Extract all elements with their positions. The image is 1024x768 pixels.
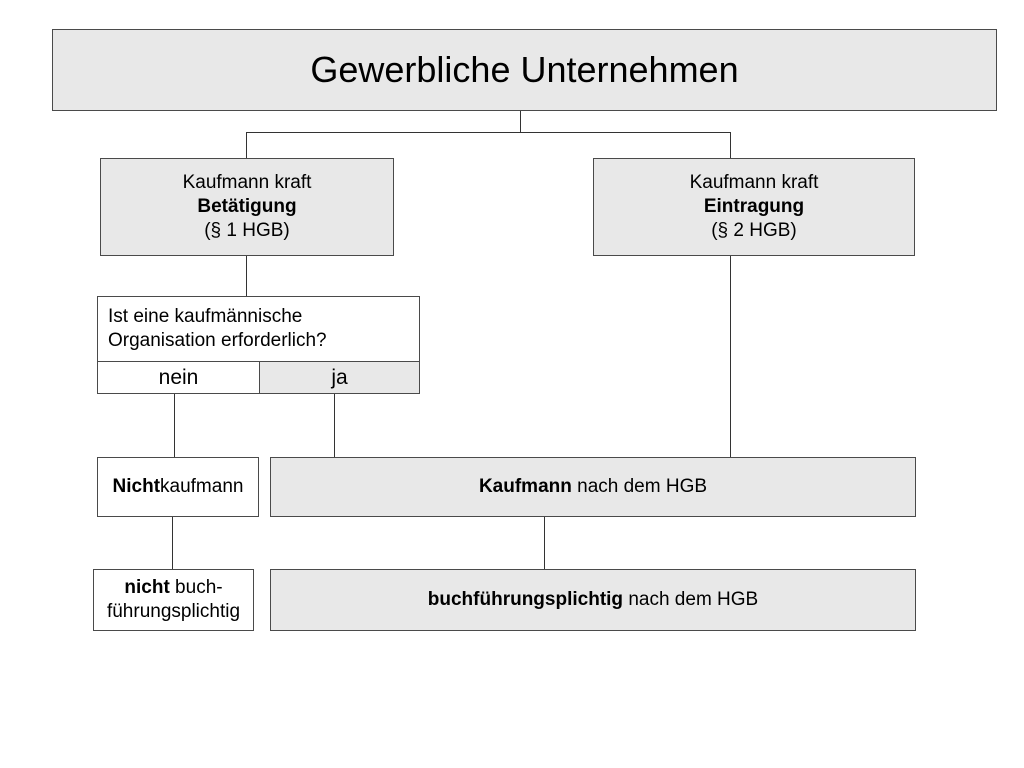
answer-yes-label: ja (331, 365, 348, 389)
left-branch-line1: Kaufmann kraft (182, 172, 312, 193)
left-branch-box: Kaufmann kraft Betätigung (§ 1 HGB) (100, 158, 394, 256)
nicht-buchfuehrung-line1: nicht buch- (124, 577, 223, 598)
answer-yes-cell: ja (259, 361, 420, 394)
buchfuehrung-box: buchführungsplichtig nach dem HGB (270, 569, 916, 631)
root-title: Gewerbliche Unternehmen (310, 49, 739, 90)
question-line1: Ist eine kaufmännische (108, 306, 303, 327)
connector-nichtkaufmann-down (172, 517, 173, 569)
buchfuehrung-text: buchführungsplichtig nach dem HGB (427, 589, 759, 610)
answer-no-label: nein (158, 365, 199, 389)
nichtkaufmann-text: Nichtkaufmann (112, 476, 244, 497)
left-branch-line2: Betätigung (197, 196, 297, 217)
connector-no-down (174, 394, 175, 457)
right-branch-line2: Eintragung (703, 196, 805, 217)
kaufmann-hgb-text: Kaufmann nach dem HGB (478, 476, 708, 497)
connector-kaufmann-down (544, 517, 545, 569)
question-line2: Organisation erforderlich? (108, 330, 327, 351)
right-branch-line1: Kaufmann kraft (689, 172, 819, 193)
kaufmann-hgb-box: Kaufmann nach dem HGB (270, 457, 916, 517)
connector-left-to-question (246, 256, 247, 296)
connector-to-right-branch (730, 132, 731, 158)
right-branch-line3: (§ 2 HGB) (711, 220, 797, 241)
nicht-buchfuehrung-line2: führungsplichtig (106, 601, 241, 622)
connector-root-horizontal (246, 132, 730, 133)
answer-no-cell: nein (97, 361, 260, 394)
connector-root-down (520, 111, 521, 132)
root-box: Gewerbliche Unternehmen (52, 29, 997, 111)
nicht-buchfuehrung-box: nicht buch- führungsplichtig (93, 569, 254, 631)
question-box: Ist eine kaufmännische Organisation erfo… (97, 296, 420, 362)
nichtkaufmann-box: Nichtkaufmann (97, 457, 259, 517)
connector-yes-down (334, 394, 335, 457)
connector-to-left-branch (246, 132, 247, 158)
connector-right-branch-down (730, 256, 731, 457)
right-branch-box: Kaufmann kraft Eintragung (§ 2 HGB) (593, 158, 915, 256)
left-branch-line3: (§ 1 HGB) (204, 220, 290, 241)
